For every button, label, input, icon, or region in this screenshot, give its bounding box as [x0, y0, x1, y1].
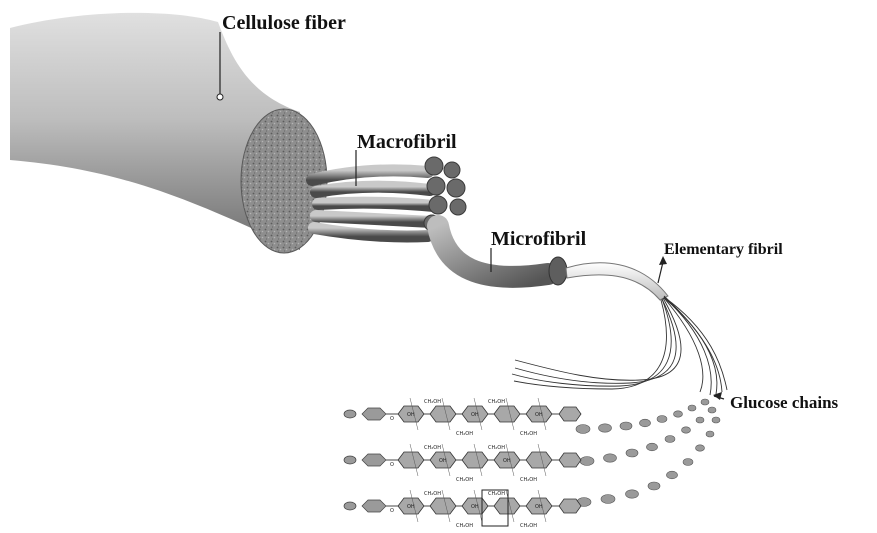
ch2oh-label: CH₂OH [424, 399, 441, 405]
elementary-fibril-label: Elementary fibril [664, 241, 783, 258]
glucose-chain-threads [512, 296, 727, 395]
elementary-fibril-leader [658, 262, 663, 283]
ch2oh-label: CH₂OH [488, 445, 505, 451]
oh-label: OH [471, 412, 479, 418]
microfibril-end [549, 257, 567, 285]
oh-label: OH [535, 412, 543, 418]
ch2oh-label: CH₂OH [424, 445, 441, 451]
ch2oh-label: CH₂OH [456, 477, 473, 483]
ch2oh-label: CH₂OH [488, 491, 505, 497]
o-label: O [390, 462, 394, 468]
oh-label: OH [407, 412, 415, 418]
o-label: O [390, 508, 394, 514]
microfibril-label: Microfibril [491, 228, 587, 250]
cellulose-fiber-marker [217, 94, 223, 100]
ch2oh-label: CH₂OH [520, 431, 537, 437]
oh-label: OH [471, 504, 479, 510]
ch2oh-label: CH₂OH [424, 491, 441, 497]
oh-label: OH [439, 458, 447, 464]
macrofibril-strands [312, 170, 434, 236]
oh-label: OH [503, 458, 511, 464]
cellulose-fiber-label: Cellulose fiber [222, 12, 346, 34]
ch2oh-label: CH₂OH [456, 431, 473, 437]
ch2oh-label: CH₂OH [456, 523, 473, 529]
glucose-chains-label: Glucose chains [730, 393, 839, 412]
ch2oh-label: CH₂OH [520, 477, 537, 483]
ch2oh-label: CH₂OH [520, 523, 537, 529]
oh-label: OH [535, 504, 543, 510]
ch2oh-label: CH₂OH [488, 399, 505, 405]
oh-label: OH [407, 504, 415, 510]
glucose-chain-tails [576, 399, 720, 507]
elementary-fibril [566, 263, 668, 300]
macrofibril-label: Macrofibril [357, 131, 457, 153]
o-label: O [390, 416, 394, 422]
glucose-lattice [344, 398, 581, 526]
